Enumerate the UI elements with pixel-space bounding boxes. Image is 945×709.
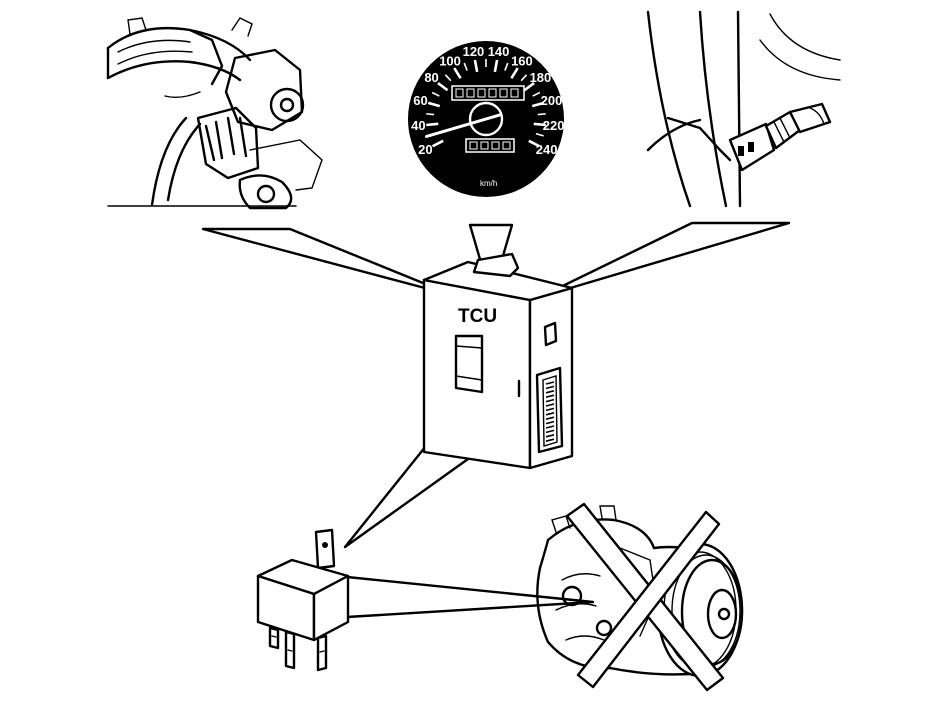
speedometer-unit: km/h <box>480 179 497 188</box>
speedometer-tick <box>537 113 546 116</box>
tcu-connector-pin <box>545 403 555 407</box>
speedometer-tick <box>523 82 535 92</box>
speedometer-tick <box>473 59 479 73</box>
needle-hub <box>468 101 504 137</box>
speedometer-tick <box>426 122 439 127</box>
speedometer-scale-label: 60 <box>413 93 427 108</box>
speedometer-scale-label: 160 <box>511 53 533 68</box>
relay-component <box>256 528 350 672</box>
speedometer-tick <box>510 67 519 79</box>
relay-terminal-1 <box>268 626 280 650</box>
tcu-connector-pin <box>545 416 555 420</box>
tcu-connector-pin <box>545 429 555 434</box>
speedometer-scale-label: 220 <box>543 118 565 133</box>
speedometer-needle <box>425 113 501 138</box>
odometer-display <box>451 85 525 101</box>
tcu-control-unit: TCU <box>422 252 574 470</box>
tcu-connector-pin <box>545 412 555 416</box>
tcu-connector-pin <box>545 434 555 438</box>
speedometer-tick <box>431 91 440 97</box>
tcu-label: TCU <box>458 306 497 327</box>
relay-terminal-3 <box>316 634 328 672</box>
odometer-digit <box>499 88 508 98</box>
trip-meter-digit <box>502 141 511 150</box>
sensor-to-tcu-pointer <box>538 221 791 299</box>
trip-meter-digit <box>469 141 478 150</box>
tcu-top-face <box>422 260 574 302</box>
odometer-digit <box>510 88 519 98</box>
tcu-connector-pin <box>545 398 555 403</box>
speedometer-tick <box>533 122 546 127</box>
speedometer-tick <box>531 101 545 108</box>
speedometer-scale-label: 240 <box>536 142 558 157</box>
tcu-connector-pin <box>545 425 555 429</box>
tcu-connector-pin <box>545 385 555 390</box>
trip-meter-display <box>465 138 515 153</box>
tcu-label-plate <box>454 334 484 394</box>
tcu-connector-pin <box>545 394 555 398</box>
trip-meter-digit <box>480 141 489 150</box>
speedometer-ticks <box>426 59 546 148</box>
speedometer-tick <box>444 74 452 82</box>
temperature-sensor-illustration <box>646 10 841 208</box>
speedometer-tick <box>453 67 462 79</box>
tcu-connector-pin <box>545 438 555 442</box>
speedometer-scale-label: 200 <box>541 93 563 108</box>
disabled-cross-icon <box>565 502 725 692</box>
tcu-connector-pin <box>545 407 555 412</box>
odometer-digit <box>466 88 475 98</box>
speedometer-tick <box>532 91 541 97</box>
relay-mounting-bracket <box>314 528 336 570</box>
throttle-to-tcu-pointer <box>201 227 457 298</box>
odometer-digit <box>488 88 497 98</box>
relay-side <box>312 574 350 642</box>
speedometer-scale-label: 140 <box>488 44 510 59</box>
tcu-connector-pin <box>545 390 555 394</box>
speedometer-tick <box>427 101 441 108</box>
trip-meter-digit <box>491 141 500 150</box>
throttle-sensor-illustration <box>106 17 323 210</box>
speedometer-scale-label: 40 <box>411 118 425 133</box>
speedometer-scale-label: 20 <box>418 142 432 157</box>
speedometer-tick <box>493 59 499 73</box>
speedometer-scale-label: 120 <box>463 44 485 59</box>
odometer-digit <box>455 88 464 98</box>
odometer-digits <box>455 88 519 98</box>
speedometer-tick <box>431 139 444 148</box>
speedometer-scale-label: 180 <box>530 70 552 85</box>
tcu-connector-pins <box>545 381 555 442</box>
tcu-mounting-tab <box>472 252 520 278</box>
speedometer-tick <box>520 74 528 82</box>
speedometer-tick <box>528 139 541 148</box>
speedometer-tick <box>437 82 449 92</box>
speedometer-scale-label: 80 <box>424 70 438 85</box>
odometer-digit <box>477 88 486 98</box>
speedometer-tick <box>504 62 509 71</box>
tcu-connector-pin <box>545 420 555 425</box>
speedometer-tick <box>535 132 544 137</box>
speedometer-tick <box>463 62 468 71</box>
speedometer-scale-label: 100 <box>439 53 461 68</box>
relay-to-compressor-pointer <box>345 575 595 619</box>
tcu-indicator <box>543 321 558 347</box>
tcu-connector-pin <box>545 381 555 385</box>
trip-meter-digits <box>469 141 511 150</box>
speedometer-tick <box>426 113 435 116</box>
